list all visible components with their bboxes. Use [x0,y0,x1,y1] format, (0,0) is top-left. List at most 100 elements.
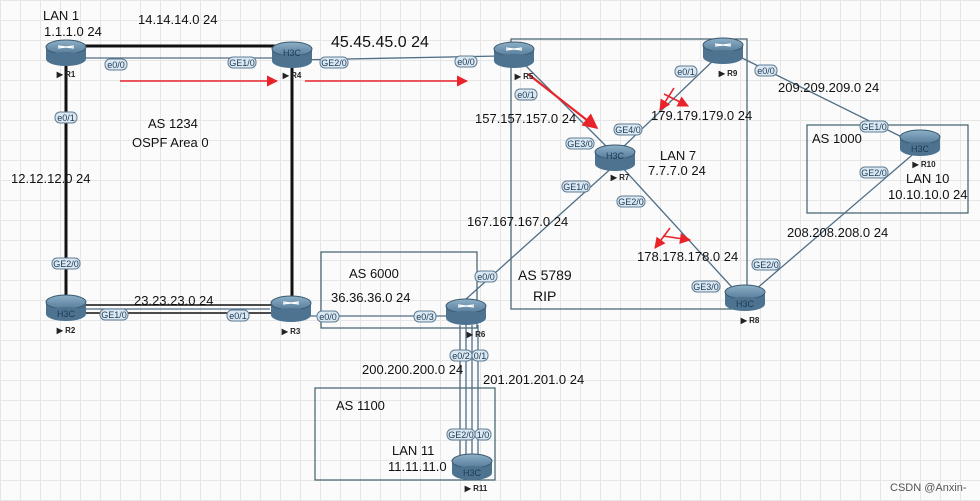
svg-text:▶ R2: ▶ R2 [56,326,76,335]
port-r10-ge20: GE2/0 [859,166,889,179]
port-r9-e01: e0/1 [674,65,698,78]
svg-text:H3C: H3C [736,299,755,309]
svg-text:GE4/0: GE4/0 [615,125,641,135]
router-r4[interactable]: H3C ▶ R4 [271,41,313,80]
port-r6-e01: 0/1 [471,349,489,362]
router-icon [451,453,493,480]
svg-text:H3C: H3C [911,144,930,154]
router-r1[interactable]: ▶ R1 [45,39,87,79]
net-200-label: 200.200.200.0 24 [362,362,463,377]
net-201-label: 201.201.201.0 24 [483,372,584,387]
lan1-title: LAN 1 [43,8,79,23]
svg-text:GE1/0: GE1/0 [101,310,127,320]
svg-text:e0/0: e0/0 [457,57,475,67]
svg-text:▶ R8: ▶ R8 [740,316,760,325]
svg-text:▶ R4: ▶ R4 [282,71,302,80]
lan11-title: LAN 11 [392,443,434,458]
router-r11[interactable]: H3C ▶ R11 [451,453,493,493]
svg-text:GE3/0: GE3/0 [567,139,593,149]
router-icon [445,298,487,325]
svg-text:GE3/0: GE3/0 [693,282,719,292]
router-icon [45,39,87,66]
svg-text:H3C: H3C [463,468,482,478]
port-r11-ge20: GE2/0 [446,428,476,441]
router-r2[interactable]: H3C ▶ R2 [45,294,87,335]
port-r7-ge20: GE2/0 [616,195,646,208]
router-r7[interactable]: H3C ▶ R7 [594,144,636,182]
as6000-label: AS 6000 [349,266,399,281]
router-r3[interactable]: ▶ R3 [270,295,312,336]
net-14-label: 14.14.14.0 24 [138,12,218,27]
router-r9[interactable]: ▶ R9 [702,37,744,78]
svg-text:e0/1: e0/1 [517,90,535,100]
lan7-network: 7.7.7.0 24 [648,163,706,178]
svg-text:GE2/0: GE2/0 [321,58,347,68]
as1100-label: AS 1100 [336,398,385,413]
router-icon [702,37,744,64]
net-12-label: 12.12.12.0 24 [11,171,91,186]
svg-text:e0/0: e0/0 [477,272,495,282]
svg-text:e0/1: e0/1 [57,113,75,123]
port-r4-ge10: GE1/0 [227,56,257,69]
svg-text:1/0: 1/0 [477,430,490,440]
net-36-label: 36.36.36.0 24 [331,290,411,305]
as1234-label: AS 1234 [148,116,198,131]
net-23-label: 23.23.23.0 24 [134,293,214,308]
svg-text:▶ R6: ▶ R6 [466,330,486,339]
lan7-title: LAN 7 [660,148,696,163]
port-r1-e00: e0/0 [104,58,128,71]
svg-text:e0/0: e0/0 [319,312,337,322]
router-icon [45,294,87,321]
svg-text:GE1/0: GE1/0 [563,182,589,192]
svg-text:GE1/0: GE1/0 [861,122,887,132]
svg-text:GE1/0: GE1/0 [229,58,255,68]
svg-text:e0/0: e0/0 [107,60,125,70]
svg-text:H3C: H3C [57,309,76,319]
port-r5-e00: e0/0 [454,55,478,68]
router-icon [594,144,636,171]
port-r8-ge20: GE2/0 [751,258,781,271]
watermark: CSDN @Anxin- [890,482,967,494]
port-r9-e00: e0/0 [754,64,778,77]
svg-text:H3C: H3C [283,48,302,58]
port-r2-ge10: GE1/0 [99,308,129,321]
router-icon [724,284,766,311]
svg-text:e0/1: e0/1 [677,67,695,77]
red-arrows [120,73,692,249]
svg-text:H3C: H3C [606,151,625,161]
net-208-label: 208.208.208.0 24 [787,225,888,240]
net-178-label: 178.178.178.0 24 [637,249,738,264]
port-r2-ge20: GE2/0 [51,257,81,270]
router-r8[interactable]: H3C ▶ R8 [724,284,766,325]
svg-text:GE2/0: GE2/0 [53,259,79,269]
as1100-box [314,387,496,481]
svg-text:▶ R5: ▶ R5 [514,72,534,81]
router-icon [899,129,941,156]
network-labels: LAN 1 1.1.1.0 24 14.14.14.0 24 45.45.45.… [11,8,968,474]
net-45-label: 45.45.45.0 24 [331,34,429,51]
router-r10[interactable]: H3C ▶ R10 [899,129,941,169]
rip-label: RIP [533,288,556,304]
lan11-network: 11.11.11.0 [388,459,447,474]
port-r3-e00: e0/0 [316,310,340,323]
svg-text:0/1: 0/1 [474,351,487,361]
svg-text:GE2/0: GE2/0 [618,197,644,207]
svg-text:GE2/0: GE2/0 [753,260,779,270]
svg-text:GE2/0: GE2/0 [861,168,887,178]
as5789-box [510,38,748,310]
router-r5[interactable]: ▶ R5 [493,41,535,81]
svg-text:▶ R3: ▶ R3 [281,327,301,336]
svg-text:GE2/0: GE2/0 [448,430,474,440]
port-r10-ge10: GE1/0 [859,120,889,133]
port-r8-ge30: GE3/0 [691,280,721,293]
svg-text:e0/1: e0/1 [229,311,247,321]
svg-text:e0/3: e0/3 [416,312,434,322]
port-r3-e01: e0/1 [226,309,250,322]
as1000-label: AS 1000 [812,131,862,146]
port-r6-e02: e0/2 [449,349,473,362]
port-r7-ge10: GE1/0 [561,180,591,193]
router-icon [493,41,535,68]
router-r6[interactable]: ▶ R6 [445,298,487,339]
